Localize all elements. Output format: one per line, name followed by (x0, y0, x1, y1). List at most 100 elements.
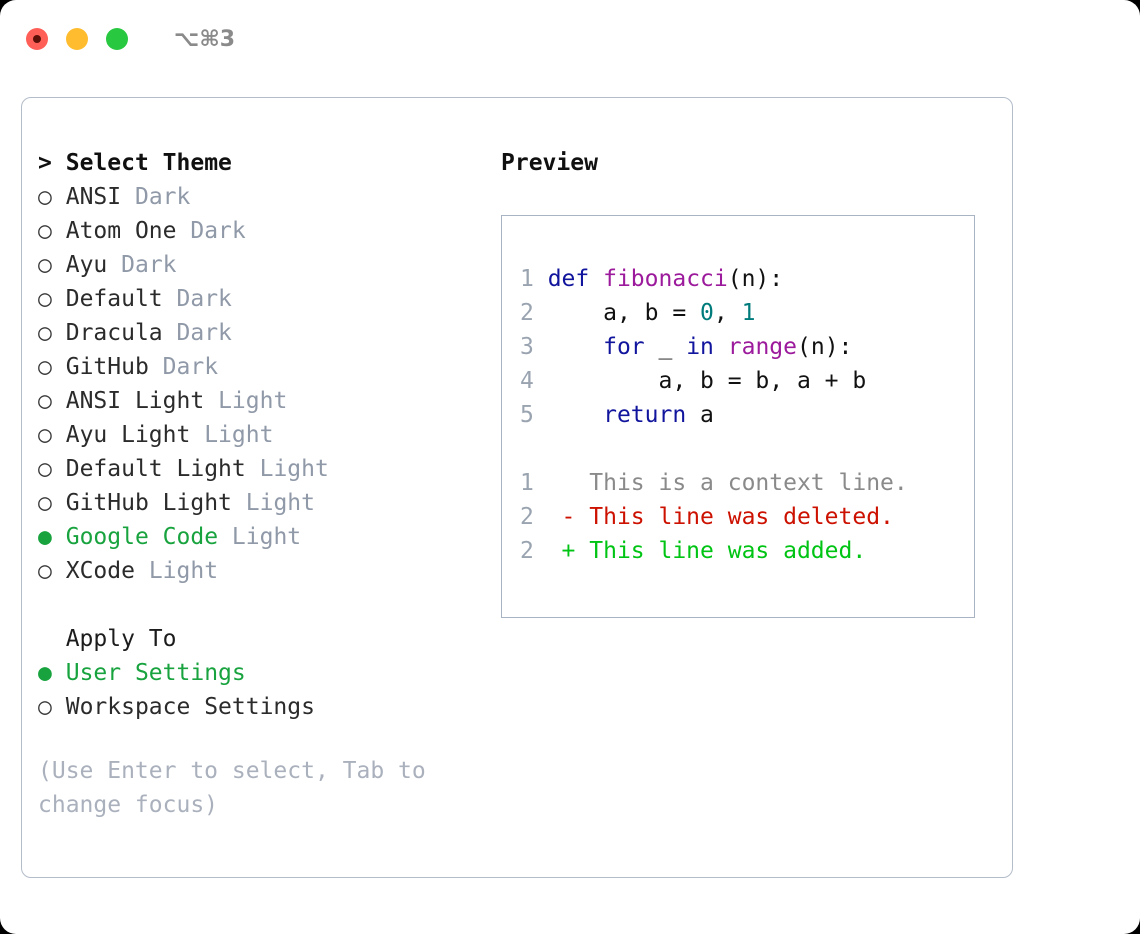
radio-unselected-icon: ○ (38, 558, 52, 584)
radio-selected-icon: ● (38, 524, 52, 550)
code-token: 0 (700, 300, 714, 326)
theme-option-label: XCode (65, 558, 135, 584)
title-bar: ⌥⌘3 (0, 0, 1140, 78)
diff-marker: - (561, 504, 590, 530)
theme-option-label: ANSI Light (65, 388, 205, 414)
code-token (548, 334, 603, 360)
list-spacer (38, 588, 498, 622)
apply-to-heading: Apply To (38, 622, 498, 656)
theme-option-default[interactable]: ○ Default Dark (38, 282, 498, 316)
apply-to-option-user-settings[interactable]: ● User Settings (38, 656, 498, 690)
theme-option-github[interactable]: ○ GitHub Dark (38, 350, 498, 384)
diff-line: 2 - This line was deleted. (520, 500, 974, 534)
code-token: (n): (797, 334, 853, 360)
theme-variant-label: Dark (134, 184, 191, 210)
code-token (589, 266, 603, 292)
radio-selected-icon: ● (38, 660, 52, 686)
code-line: 1 def fibonacci(n): (520, 262, 974, 296)
code-line: 4 a, b = b, a + b (520, 364, 974, 398)
radio-unselected-icon: ○ (38, 184, 52, 210)
code-token: 1 (741, 300, 756, 326)
theme-option-dracula[interactable]: ○ Dracula Dark (38, 316, 498, 350)
code-token: _ (644, 334, 687, 360)
line-number: 2 (520, 300, 548, 326)
theme-option-label: Dracula (65, 320, 163, 346)
theme-variant-label: Dark (162, 354, 219, 380)
code-line: 2 a, b = 0, 1 (520, 296, 974, 330)
traffic-light-group (26, 28, 128, 50)
theme-option-ayu-light[interactable]: ○ Ayu Light Light (38, 418, 498, 452)
theme-option-label: Ayu (65, 252, 108, 278)
code-diff-spacer (520, 432, 974, 466)
theme-option-label: Ayu Light (65, 422, 191, 448)
theme-option-github-light[interactable]: ○ GitHub Light Light (38, 486, 498, 520)
theme-variant-label: Light (218, 388, 288, 414)
code-token: a, b = (547, 300, 701, 326)
close-button[interactable] (26, 28, 48, 50)
line-number: 2 (520, 504, 562, 530)
theme-option-label: Default Light (65, 456, 246, 482)
code-token (548, 402, 603, 428)
diff-text: This line was added. (589, 538, 867, 564)
theme-option-ansi-light[interactable]: ○ ANSI Light Light (38, 384, 498, 418)
theme-variant-label: Light (245, 490, 315, 516)
apply-to-option-label: Workspace Settings (65, 694, 315, 720)
radio-unselected-icon: ○ (38, 354, 52, 380)
code-token: for (603, 334, 645, 360)
diff-marker: + (561, 538, 590, 564)
keyboard-shortcut-label: ⌥⌘3 (174, 26, 236, 52)
maximize-button[interactable] (106, 28, 128, 50)
apply-to-option-workspace-settings[interactable]: ○ Workspace Settings (38, 690, 498, 724)
diff-sample: 1 This is a context line.2 - This line w… (520, 466, 974, 568)
apply-to-list: ● User Settings○ Workspace Settings (38, 656, 498, 724)
radio-unselected-icon: ○ (38, 490, 52, 516)
theme-option-label: GitHub Light (65, 490, 232, 516)
code-token: range (727, 334, 797, 360)
theme-list: ○ ANSI Dark○ Atom One Dark○ Ayu Dark○ De… (38, 180, 498, 588)
preview-heading: Preview (501, 150, 598, 176)
theme-variant-label: Dark (190, 218, 246, 244)
theme-option-label: Google Code (65, 524, 219, 550)
theme-option-atom-one[interactable]: ○ Atom One Dark (38, 214, 498, 248)
keyboard-hint-line-1: (Use Enter to select, Tab to (38, 758, 426, 784)
theme-variant-label: Light (204, 422, 274, 448)
code-line: 5 return a (520, 398, 974, 432)
main-panel: > Select Theme ○ ANSI Dark○ Atom One Dar… (21, 97, 1013, 878)
keyboard-hint-line-2: change focus) (38, 792, 219, 818)
line-number: 1 (520, 470, 562, 496)
theme-variant-label: Dark (176, 286, 232, 312)
theme-option-ayu[interactable]: ○ Ayu Dark (38, 248, 498, 282)
code-token: fibonacci (603, 266, 728, 292)
theme-option-xcode[interactable]: ○ XCode Light (38, 554, 498, 588)
line-number: 5 (520, 402, 548, 428)
theme-variant-label: Dark (121, 252, 177, 278)
theme-variant-label: Light (148, 558, 219, 584)
theme-picker-column: > Select Theme ○ ANSI Dark○ Atom One Dar… (38, 146, 498, 822)
focus-prompt-icon: > (38, 150, 52, 176)
code-token (714, 334, 728, 360)
select-theme-heading-label: Select Theme (65, 150, 232, 176)
theme-variant-label: Dark (176, 320, 232, 346)
theme-option-google-code[interactable]: ● Google Code Light (38, 520, 498, 554)
diff-line: 1 This is a context line. (520, 466, 974, 500)
diff-text: This is a context line. (589, 470, 908, 496)
code-line: 3 for _ in range(n): (520, 330, 974, 364)
recording-dot-icon (33, 35, 41, 43)
radio-unselected-icon: ○ (38, 286, 52, 312)
minimize-button[interactable] (66, 28, 88, 50)
line-number: 4 (520, 368, 548, 394)
theme-option-ansi[interactable]: ○ ANSI Dark (38, 180, 498, 214)
theme-option-label: ANSI (65, 184, 122, 210)
diff-marker (562, 470, 590, 496)
radio-unselected-icon: ○ (38, 388, 52, 414)
radio-unselected-icon: ○ (38, 422, 52, 448)
radio-unselected-icon: ○ (38, 694, 52, 720)
select-theme-heading: > Select Theme (38, 146, 498, 180)
theme-option-default-light[interactable]: ○ Default Light Light (38, 452, 498, 486)
code-token: , (713, 300, 742, 326)
line-number: 2 (520, 538, 562, 564)
code-token: (n): (727, 266, 784, 292)
